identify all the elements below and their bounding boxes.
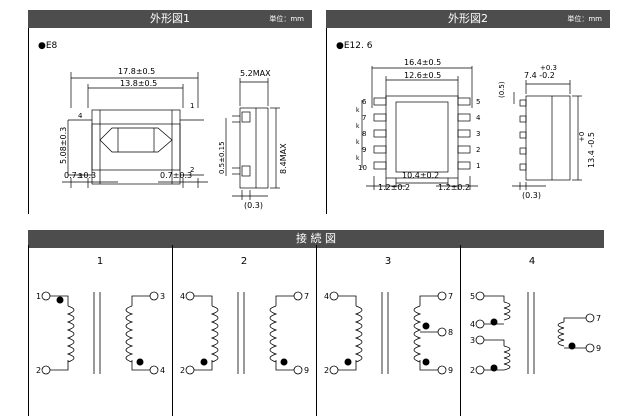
drawing2-pin-8: 8 xyxy=(362,130,366,138)
connection-diagrams: 1 2 3 4 xyxy=(36,256,601,375)
drawing2-header: 外形図2 単位：mm xyxy=(326,10,610,28)
d2-pin-2: 2 xyxy=(180,366,185,375)
d2-pin-9: 9 xyxy=(304,366,309,375)
connection-title: 接 続 図 xyxy=(296,232,336,245)
drawing2-pin-5: 5 xyxy=(476,98,480,106)
connection-header: 接 続 図 xyxy=(28,230,604,248)
d3-pin-7: 7 xyxy=(448,292,453,301)
drawing1-title: 外形図1 xyxy=(150,12,190,25)
drawing1-outline: ●E8 xyxy=(38,41,288,210)
connection-label-4: 4 xyxy=(529,256,535,267)
d4-pin-3: 3 xyxy=(470,336,475,345)
drawing1-dim-width-body: 13.8±0.5 xyxy=(120,79,157,88)
drawing2-dim-depth-tol: +0.3 xyxy=(540,64,557,72)
drawing1-pin-2: 2 xyxy=(190,166,194,174)
drawing2-model: ●E12. 6 xyxy=(336,41,373,51)
drawing1-pin-4: 4 xyxy=(78,112,83,120)
drawing2-pin-2: 2 xyxy=(476,146,480,154)
drawing2-dim-top-offset: (0.5) xyxy=(498,81,506,98)
connection-panel-left xyxy=(28,245,29,416)
drawing2-pitch-k-4: k xyxy=(356,155,360,162)
drawing2-pin-9: 9 xyxy=(362,146,366,154)
drawing1-dim-pin-left: 0.7±0.3 xyxy=(64,171,96,180)
drawing1-dim-pin-right: 0.7±0.3 xyxy=(160,171,192,180)
drawing2-panel xyxy=(326,28,611,214)
drawing1-dim-height-side: 5.08±0.3 xyxy=(59,127,68,164)
d3-pin-9: 9 xyxy=(448,366,453,375)
d4-pin-5: 5 xyxy=(470,292,475,301)
drawing2-pin-1: 1 xyxy=(476,162,480,170)
drawing2-dim-width-body: 12.6±0.5 xyxy=(404,71,441,80)
d2-pin-7: 7 xyxy=(304,292,309,301)
drawing2-pin-3: 3 xyxy=(476,130,480,138)
drawing2-dim-pin-right: 1.2±0.2 xyxy=(438,183,470,192)
drawing2-outline: ●E12. 6 xyxy=(336,41,596,200)
drawing2-pin-6: 6 xyxy=(362,98,367,106)
d4-pin-4: 4 xyxy=(470,320,475,329)
d3-pin-8: 8 xyxy=(448,328,453,337)
d4-pin-2: 2 xyxy=(470,366,475,375)
connection-label-2: 2 xyxy=(241,256,247,267)
drawing2-dim-pin-left: 1.2±0.2 xyxy=(378,183,410,192)
drawing1-model: ●E8 xyxy=(38,41,58,51)
drawing2-pin-10: 10 xyxy=(358,164,367,172)
connection-sep-2 xyxy=(316,245,317,416)
connection-sep-3 xyxy=(460,245,461,416)
d1-pin-1: 1 xyxy=(36,292,41,301)
d4-pin-9: 9 xyxy=(596,344,601,353)
d4-pin-7: 7 xyxy=(596,314,601,323)
connection-sep-1 xyxy=(172,245,173,416)
drawing2-dim-height-tol: +0 xyxy=(578,132,586,142)
drawing1-dim-pin-thickness: 0.5±0.15 xyxy=(218,141,226,174)
drawing2-pin-4: 4 xyxy=(476,114,481,122)
d1-pin-3: 3 xyxy=(160,292,165,301)
drawing1-dim-height-max: 8.4MAX xyxy=(279,143,288,174)
drawing2-pitch-k-3: k xyxy=(356,139,360,146)
drawing2-dim-height: 13.4 -0.5 xyxy=(587,132,596,168)
drawing1-dim-pin-offset: (0.3) xyxy=(244,201,263,210)
drawing2-dim-width-inner: 10.4±0.2 xyxy=(402,171,439,180)
d1-pin-4: 4 xyxy=(160,366,165,375)
drawing1-pin-1: 1 xyxy=(190,102,194,110)
drawing1-pin-3: 3 xyxy=(78,172,82,180)
drawing2-dim-width-outer: 16.4±0.5 xyxy=(404,58,441,67)
drawing2-dim-pin-offset: (0.3) xyxy=(522,191,541,200)
drawing1-header: 外形図1 単位：mm xyxy=(28,10,312,28)
drawing2-pin-7: 7 xyxy=(362,114,366,122)
drawing1-dim-width-outer: 17.8±0.5 xyxy=(118,67,155,76)
drawing2-unit: 単位：mm xyxy=(567,15,602,23)
connection-label-3: 3 xyxy=(385,256,391,267)
drawing2-pitch-k-2: k xyxy=(356,123,360,130)
d3-pin-4: 4 xyxy=(324,292,329,301)
drawing2-title: 外形図2 xyxy=(448,12,488,25)
connection-label-1: 1 xyxy=(97,256,103,267)
drawing2-pitch-k-1: k xyxy=(356,107,360,114)
drawing1-unit: 単位：mm xyxy=(269,15,304,23)
d1-pin-2: 2 xyxy=(36,366,41,375)
drawing1-dim-depth-max: 5.2MAX xyxy=(240,69,271,78)
d2-pin-4: 4 xyxy=(180,292,185,301)
d3-pin-2: 2 xyxy=(324,366,329,375)
drawing2-dim-depth: 7.4 -0.2 xyxy=(524,71,555,80)
drawing1-panel xyxy=(28,28,313,214)
